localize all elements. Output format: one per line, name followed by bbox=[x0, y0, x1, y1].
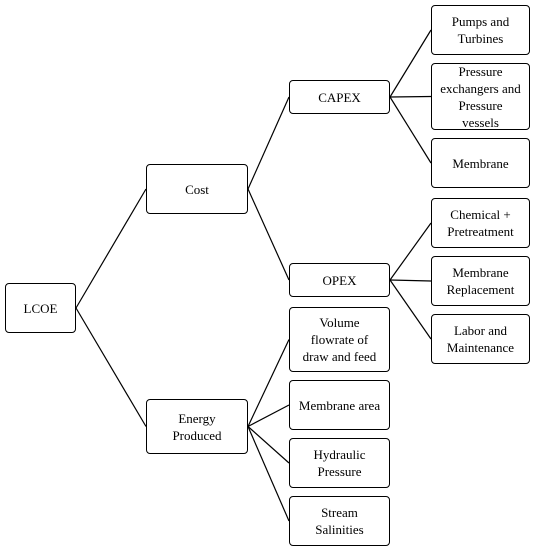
node-membrane-area-label: Membrane area bbox=[298, 397, 381, 413]
node-membrane-area: Membrane area bbox=[289, 380, 390, 430]
node-opex: OPEX bbox=[289, 263, 390, 297]
node-volume-flowrate: Volume flowrate of draw and feed bbox=[289, 307, 390, 372]
node-energy-produced: Energy Produced bbox=[146, 399, 248, 454]
node-chemical-pretreatment: Chemical + Pretreatment bbox=[431, 198, 530, 248]
node-membrane-label: Membrane bbox=[452, 155, 509, 171]
node-membrane-replacement: Membrane Replacement bbox=[431, 256, 530, 306]
node-pumps-turbines: Pumps and Turbines bbox=[431, 5, 530, 55]
node-pressure-exchangers: Pressure exchangers and Pressure vessels bbox=[431, 63, 530, 130]
node-labor-maintenance-label: Labor and Maintenance bbox=[446, 323, 515, 355]
edge-energy_produced-volume_flowrate bbox=[247, 339, 290, 427]
edge-energy_produced-membrane_area bbox=[247, 404, 290, 428]
node-volume-flowrate-label: Volume flowrate of draw and feed bbox=[302, 315, 377, 364]
node-energy-produced-label: Energy Produced bbox=[172, 410, 222, 443]
node-pumps-turbines-label: Pumps and Turbines bbox=[451, 14, 510, 46]
node-labor-maintenance: Labor and Maintenance bbox=[431, 314, 530, 364]
node-opex-label: OPEX bbox=[322, 272, 357, 288]
edge-cost-capex bbox=[247, 96, 290, 190]
edge-capex-membrane bbox=[389, 96, 432, 164]
node-chemical-pretreatment-label: Chemical + Pretreatment bbox=[447, 207, 514, 239]
node-pressure-exchangers-label: Pressure exchangers and Pressure vessels bbox=[440, 63, 521, 130]
edge-cost-opex bbox=[247, 188, 290, 281]
node-stream-salinities: Stream Salinities bbox=[289, 496, 390, 546]
edge-energy_produced-hydraulic_pressure bbox=[247, 426, 290, 464]
edge-opex-labor_maintenance bbox=[389, 279, 432, 340]
node-capex: CAPEX bbox=[289, 80, 390, 114]
node-hydraulic-pressure-label: Hydraulic Pressure bbox=[313, 447, 366, 479]
node-lcoe: LCOE bbox=[5, 283, 76, 333]
edge-opex-chemical_pretreatment bbox=[389, 222, 432, 281]
edge-energy_produced-stream_salinities bbox=[247, 426, 290, 522]
node-capex-label: CAPEX bbox=[318, 89, 361, 105]
edge-capex-pressure_exchangers bbox=[389, 95, 432, 98]
edge-opex-membrane_replacement bbox=[389, 279, 432, 282]
node-lcoe-label: LCOE bbox=[23, 300, 58, 316]
node-membrane: Membrane bbox=[431, 138, 530, 188]
edge-lcoe-cost bbox=[75, 188, 147, 309]
node-stream-salinities-label: Stream Salinities bbox=[315, 505, 364, 537]
node-hydraulic-pressure: Hydraulic Pressure bbox=[289, 438, 390, 488]
node-cost: Cost bbox=[146, 164, 248, 214]
edge-lcoe-energy_produced bbox=[75, 307, 147, 427]
node-cost-label: Cost bbox=[185, 181, 209, 197]
edge-capex-pumps_turbines bbox=[389, 29, 432, 98]
node-membrane-replacement-label: Membrane Replacement bbox=[446, 265, 515, 297]
